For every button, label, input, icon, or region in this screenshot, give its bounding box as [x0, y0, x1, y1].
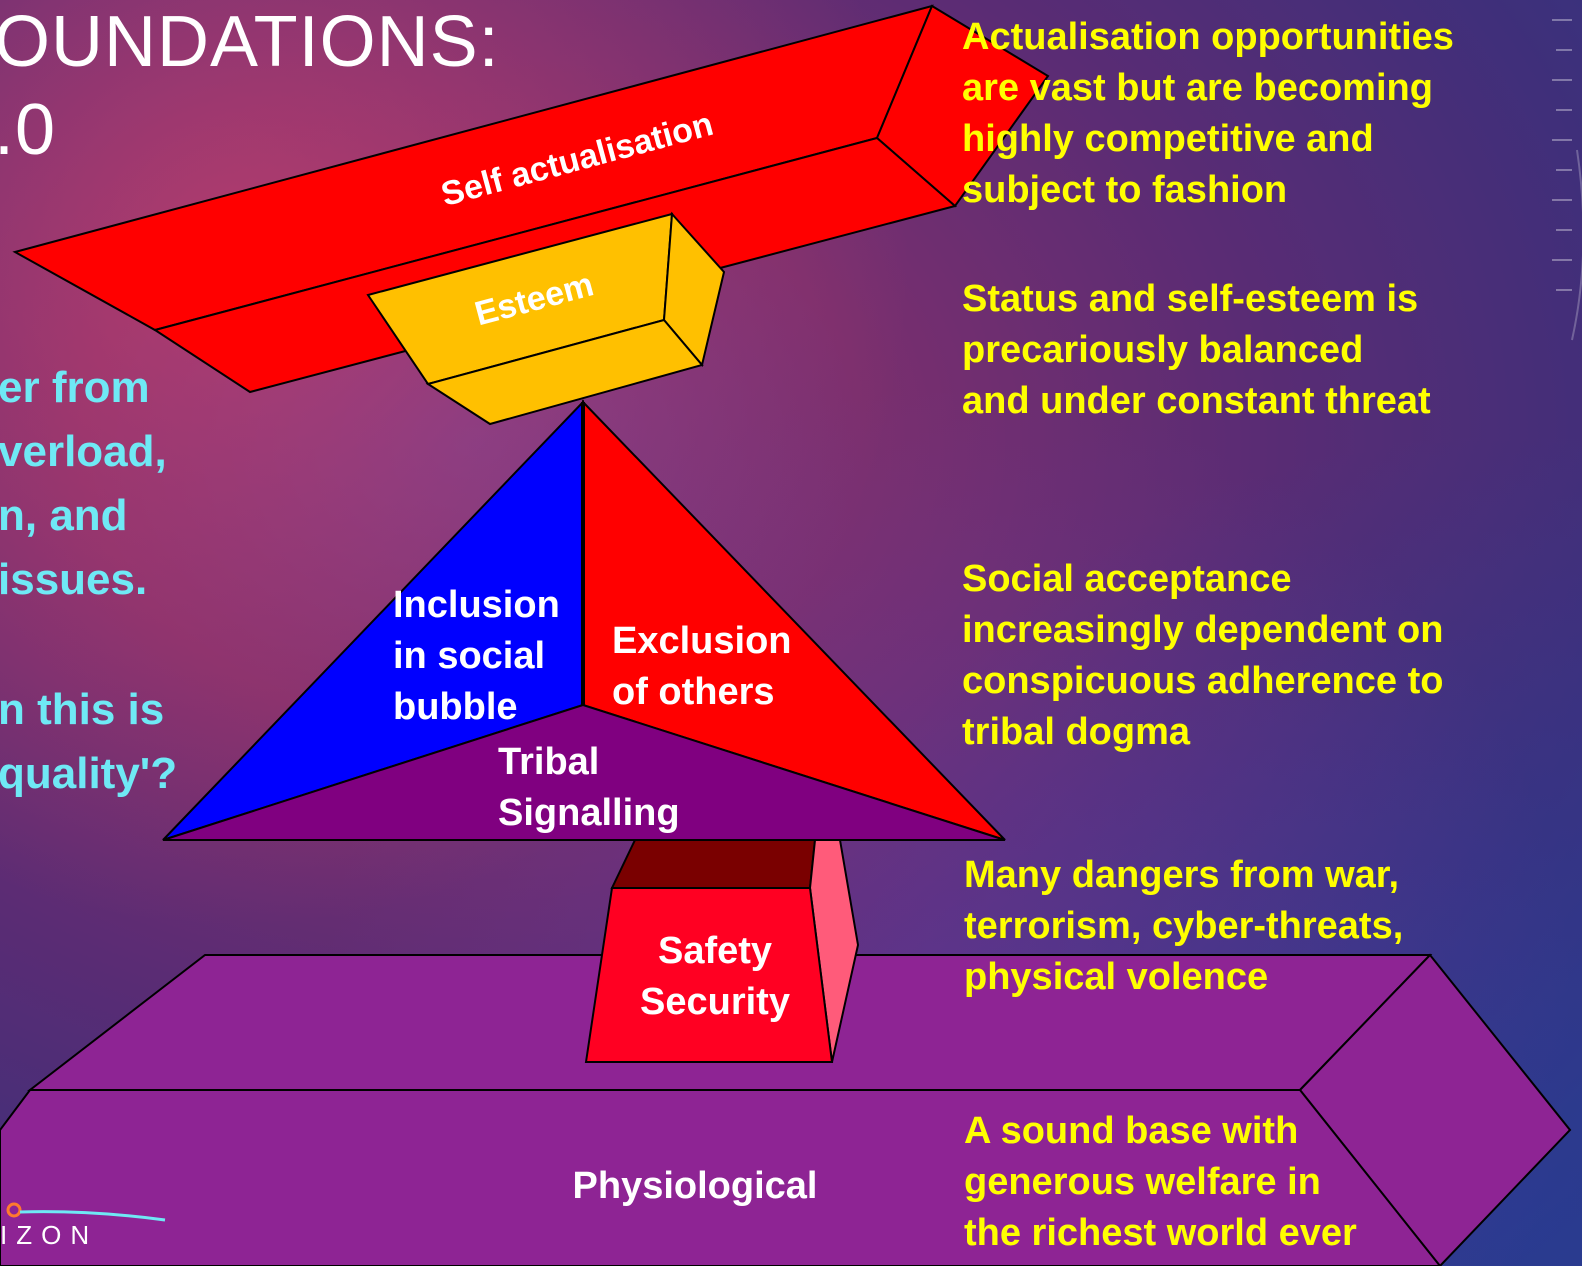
- left-text-line: issues.: [0, 555, 148, 604]
- description-line: tribal dogma: [962, 711, 1191, 753]
- inclusion-label-3: bubble: [393, 686, 518, 728]
- exclusion-label-1: Exclusion: [612, 620, 792, 662]
- physiological-label: Physiological: [573, 1165, 818, 1207]
- ruler-dial-decoration: [1552, 19, 1582, 341]
- description-line: physical volence: [964, 956, 1269, 998]
- left-question-line: quality'?: [0, 749, 178, 798]
- safety-block-top: [610, 839, 817, 889]
- description-line: Actualisation opportunities: [962, 16, 1454, 58]
- description-line: highly competitive and: [962, 118, 1374, 160]
- description-line: generous welfare in: [964, 1161, 1321, 1203]
- description-line: Status and self-esteem is: [962, 278, 1419, 320]
- social-description: Social acceptance increasingly dependent…: [962, 554, 1443, 758]
- esteem-front: [425, 318, 704, 426]
- safety-label-2: Security: [640, 981, 790, 1023]
- left-question-line: n this is: [0, 685, 165, 734]
- description-line: conspicuous adherence to: [962, 660, 1444, 702]
- left-text-line: verload,: [0, 427, 167, 476]
- description-line: the richest world ever: [964, 1212, 1357, 1254]
- physiological-description: A sound base with generous welfare in th…: [964, 1106, 1357, 1259]
- left-text-line: er from: [0, 363, 150, 412]
- title-line-1: OUNDATIONS:: [0, 2, 500, 82]
- physiological-base-right: [1298, 953, 1572, 1266]
- description-line: and under constant threat: [962, 380, 1431, 422]
- actualisation-description: Actualisation opportunities are vast but…: [962, 12, 1454, 216]
- description-line: precariously balanced: [962, 329, 1364, 371]
- logo-text: IZON: [0, 1220, 99, 1250]
- left-text-line: n, and: [0, 491, 128, 540]
- slide-title: OUNDATIONS: .0: [0, 0, 500, 174]
- description-line: terrorism, cyber-threats,: [964, 905, 1404, 947]
- safety-description: Many dangers from war, terrorism, cyber-…: [964, 850, 1403, 1003]
- inclusion-label-2: in social: [393, 635, 545, 677]
- left-body-text: er from verload, n, and issues.: [0, 356, 167, 612]
- logo-swoosh: [6, 1202, 166, 1222]
- esteem-description: Status and self-esteem is precariously b…: [962, 274, 1431, 427]
- tribal-label-2: Signalling: [498, 792, 680, 834]
- description-line: Many dangers from war,: [964, 854, 1400, 896]
- safety-block-front: [584, 887, 834, 1063]
- left-question-text: n this is quality'?: [0, 678, 177, 806]
- safety-label-1: Safety: [658, 930, 772, 972]
- description-line: Social acceptance: [962, 558, 1292, 600]
- title-line-2: .0: [0, 90, 57, 170]
- tribal-label-1: Tribal: [498, 741, 599, 783]
- tribal-triangle: [162, 703, 1006, 841]
- description-line: subject to fashion: [962, 169, 1288, 211]
- description-line: A sound base with: [964, 1110, 1299, 1152]
- description-line: are vast but are becoming: [962, 67, 1433, 109]
- exclusion-label-2: of others: [612, 671, 775, 713]
- physiological-base-front: [0, 1089, 1442, 1266]
- description-line: increasingly dependent on: [962, 609, 1444, 651]
- inclusion-label-1: Inclusion: [393, 584, 560, 626]
